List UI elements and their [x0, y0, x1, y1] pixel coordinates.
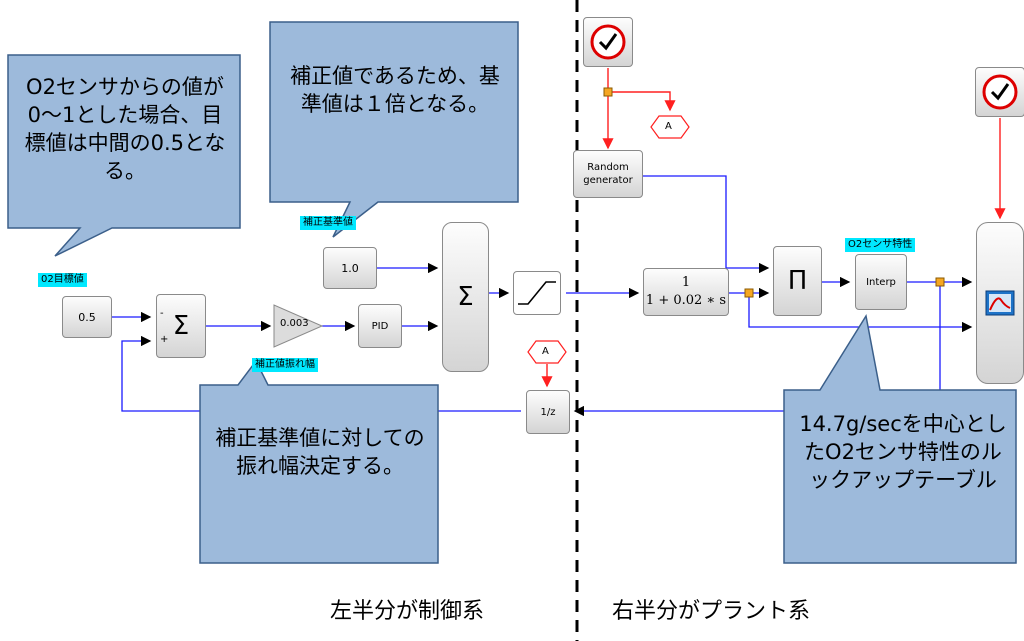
clock-icon [982, 74, 1018, 110]
callout-lookup-shape [783, 313, 1017, 564]
caption-right: 右半分がプラント系 [612, 599, 811, 624]
tf-numerator: 1 [681, 275, 691, 290]
callout-o2-target: O2センサからの値が0～1とした場合、目標値は中間の0.5となる。 [24, 75, 226, 183]
callout-correction-base: 補正値であるため、基準値は１倍となる。 [290, 64, 500, 116]
callout-o2-target-shape [7, 54, 241, 257]
callout-amplitude: 補正基準値に対しての振れ幅決定する。 [215, 426, 425, 478]
transfer-function-block[interactable]: 1 1 + 0.02 ∗ s [643, 268, 729, 316]
caption-left: 左半分が制御系 [330, 599, 485, 624]
sum-symbol: Σ [172, 311, 190, 341]
o2-sensor-tag: O2センサ特性 [845, 238, 916, 252]
big-sum-symbol: Σ [457, 282, 474, 312]
amplitude-tag: 補正値振れ幅 [252, 358, 318, 372]
clock-icon [590, 24, 626, 60]
scope-icon [985, 290, 1015, 316]
product-symbol: Π [787, 266, 808, 296]
base-const-block[interactable]: 1.0 [323, 247, 377, 289]
clock-block-1[interactable] [583, 17, 633, 67]
sum-minus-sign: - [160, 308, 164, 319]
correction-base-tag: 補正基準値 [300, 216, 356, 230]
event-label-top: A [665, 121, 672, 132]
saturation-block[interactable] [513, 271, 561, 315]
callout-amplitude-shape [199, 359, 439, 564]
callout-correction-base-shape [269, 21, 519, 238]
sum-block-left[interactable]: Σ [156, 294, 206, 358]
target-const-block[interactable]: 0.5 [62, 296, 112, 338]
o2-target-tag: 02目標値 [38, 273, 87, 287]
sum-block-big[interactable]: Σ [442, 222, 489, 372]
interp-block[interactable]: Interp [855, 254, 907, 310]
clock-block-2[interactable] [975, 67, 1024, 117]
pid-block[interactable]: PID [358, 304, 402, 348]
sum-plus-sign: + [160, 334, 169, 345]
delay-block[interactable]: 1/z [526, 390, 570, 434]
event-label-delay: A [542, 346, 549, 357]
tf-denominator: 1 + 0.02 ∗ s [645, 293, 727, 308]
callout-lookup: 14.7g/secを中心としたO2センサ特性のルックアップテーブル [799, 412, 1007, 492]
gain-block[interactable]: 0.003 [280, 318, 309, 329]
scope-block[interactable] [976, 222, 1024, 384]
random-generator-block[interactable]: Random generator [573, 150, 643, 198]
product-block[interactable]: Π [773, 246, 822, 316]
